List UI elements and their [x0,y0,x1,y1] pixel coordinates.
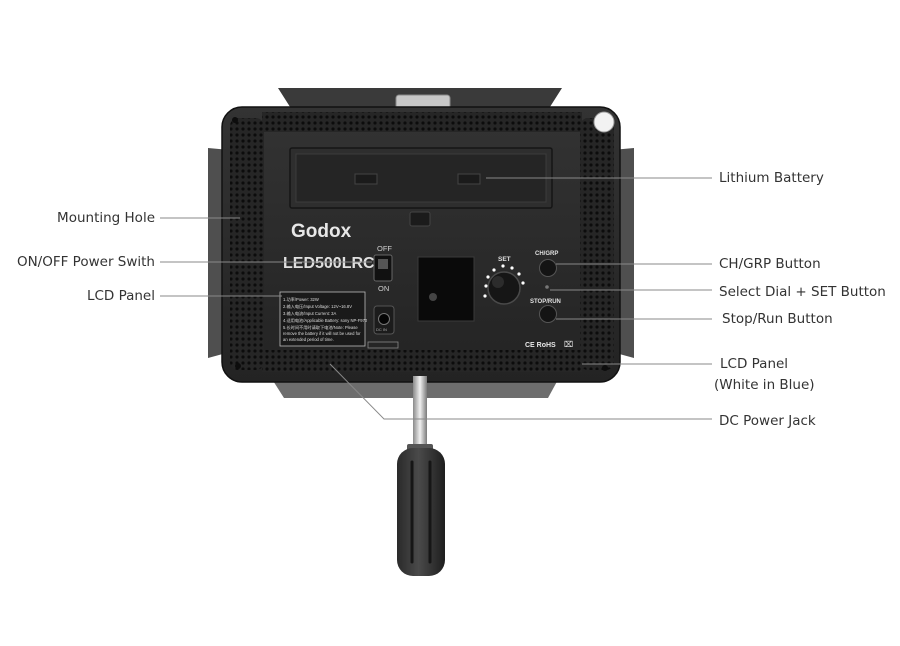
dial-scale-dots [483,264,525,298]
vent-bottom [262,350,582,372]
switch-off-label: OFF [377,244,392,253]
lcd-display [417,256,475,322]
spec-lines: 1.功率/Power: 32W 2.输入电压/Input Voltage: 12… [283,296,368,342]
spec-line: an extended period of time. [283,337,334,342]
dc-power-jack[interactable] [378,313,390,325]
power-switch-toggle [378,259,388,269]
spec-line: 4.适用电池/Applicable Battery: sony NP-F970 [283,317,368,324]
model-name: LED500LRC [283,255,375,272]
select-dial[interactable] [487,271,521,305]
spec-line: 2.输入电压/Input Voltage: 12V~16.8V [283,303,352,310]
mounting-hole-icon [235,363,241,369]
label-select-dial: Select Dial + SET Button [719,284,886,300]
mounting-hole-icon [602,365,608,371]
ch-grp-button[interactable] [539,259,557,277]
cert-mark: CE RoHS [525,342,556,349]
stop-run-button[interactable] [539,305,557,323]
polarity-mark-icon [367,341,399,349]
label-stop-run-button: Stop/Run Button [722,311,833,327]
spec-line: 5.长时间不用时请取下电池/Note: Please [283,324,358,331]
vent-left [230,118,264,370]
spec-line: 1.功率/Power: 32W [283,296,319,303]
select-dial-highlight [492,276,504,288]
handle-grip-ribs [410,460,432,564]
leader-lines [160,177,712,420]
switch-on-label: ON [378,284,389,293]
spec-line: 3.输入电流/Input Current: 3A [283,310,337,317]
corner-light-icon [593,111,615,133]
indicator-led-icon [545,285,549,289]
battery-slot [289,147,553,227]
label-ch-grp-button: CH/GRP Button [719,256,821,272]
label-lcd-panel-right: LCD Panel [720,356,789,372]
lcd-marker-icon [429,293,437,301]
label-lcd-panel-right-note: (White in Blue) [714,377,815,393]
label-dc-power-jack: DC Power Jack [719,413,816,429]
label-lcd-panel-left: LCD Panel [86,288,155,304]
spec-label [279,291,366,347]
label-on-off-switch: ON/OFF Power Swith [16,254,155,270]
stop-run-label: STOP/RUN [530,299,561,305]
mounting-hole-icon [232,117,238,123]
handle-rod [413,376,427,454]
label-lithium-battery: Lithium Battery [719,170,824,186]
dc-jack-label: DC IN [376,327,387,332]
ch-grp-label: CH/GRP [535,251,558,257]
dial-label: SET [498,256,511,263]
label-mounting-hole: Mounting Hole [57,210,155,226]
vent-right [580,118,614,370]
weee-bin-icon: ⌧ [564,340,573,349]
spec-line: remove the battery if it will not be use… [283,331,361,336]
brand-logo: Godox [291,221,352,242]
vent-top [262,112,582,132]
handle-grip [397,448,445,576]
